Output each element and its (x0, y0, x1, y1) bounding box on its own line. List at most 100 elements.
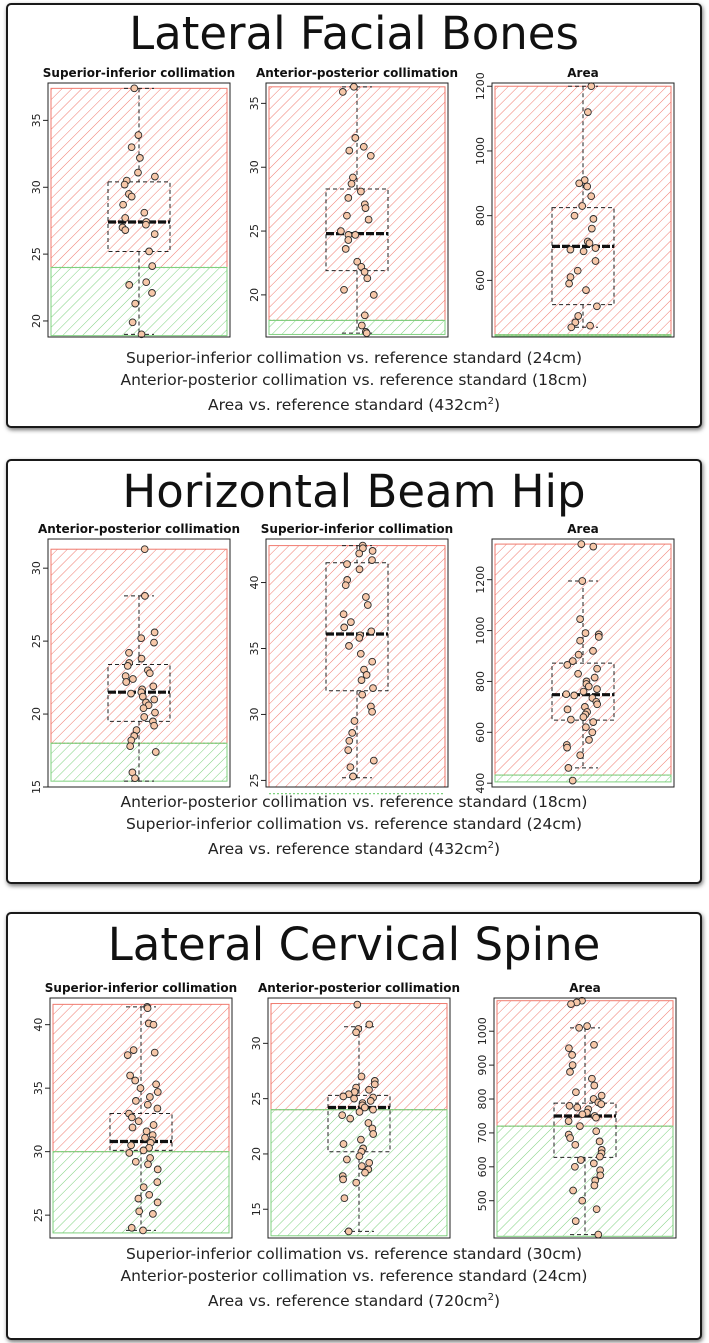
panel-lateral-facial-bones: Lateral Facial Bones Superior-inferior c… (6, 3, 702, 428)
data-point (581, 629, 590, 637)
data-point (563, 661, 572, 669)
data-point (591, 244, 600, 252)
data-point (566, 1134, 574, 1142)
caption-line: Area vs. reference standard (432cm2) (8, 835, 700, 860)
data-point (131, 299, 140, 308)
under-reference-band (494, 774, 672, 783)
caption-text: Anterior-posterior collimation vs. refer… (120, 371, 588, 389)
data-point (583, 182, 592, 191)
data-point (153, 1104, 162, 1113)
data-point (127, 689, 135, 698)
data-point (370, 1080, 379, 1089)
caption-superscript: 2 (487, 396, 494, 407)
data-point (127, 1223, 136, 1232)
data-point (145, 1190, 154, 1199)
data-point (358, 1162, 366, 1170)
plot-title: Area (567, 522, 598, 536)
panel-lateral-cervical-spine: Lateral Cervical Spine Superior-inferior… (6, 912, 702, 1340)
data-point (594, 633, 603, 641)
plot-title: Anterior-posterior collimation (258, 981, 460, 995)
y-tick-label: 1200 (474, 72, 487, 100)
data-point (576, 751, 585, 760)
y-tick-label: 20 (248, 288, 261, 302)
data-point (128, 318, 137, 327)
iqr-box (325, 188, 389, 272)
data-point (574, 312, 583, 320)
y-tick-label: 30 (32, 1145, 45, 1159)
panel-title: Lateral Facial Bones (129, 7, 579, 60)
data-point (347, 618, 355, 626)
data-point (369, 684, 377, 692)
data-point (568, 657, 577, 665)
data-point (593, 302, 601, 311)
data-point (584, 682, 593, 691)
data-point (360, 311, 369, 320)
caption-text: Anterior-posterior collimation vs. refer… (120, 793, 588, 811)
data-point (130, 84, 139, 93)
data-point (567, 1000, 575, 1008)
data-point (148, 262, 157, 270)
data-point (567, 715, 575, 724)
data-point (125, 1149, 134, 1157)
caption-text: Area vs. reference standard (432cm (207, 396, 488, 415)
data-point (151, 172, 159, 181)
data-point (576, 636, 584, 645)
y-tick-label: 15 (250, 1202, 263, 1216)
data-point (339, 1092, 348, 1101)
iqr-box (325, 562, 389, 692)
data-point (361, 1168, 369, 1177)
data-point (578, 1110, 587, 1119)
data-point (369, 291, 378, 299)
data-point (368, 707, 376, 716)
data-point (570, 211, 579, 220)
data-point (152, 1080, 160, 1089)
data-point (358, 690, 367, 699)
data-point (126, 742, 135, 751)
plot-frame (49, 997, 233, 1239)
data-point (583, 1022, 591, 1030)
data-point (137, 654, 146, 663)
data-point (139, 1183, 148, 1192)
plot-frame (267, 997, 451, 1239)
y-tick-label: 600 (474, 270, 487, 291)
data-point (131, 774, 139, 783)
data-point (357, 1135, 365, 1144)
data-point (345, 146, 354, 155)
data-point (597, 1091, 606, 1100)
caption-line: Superior-inferior collimation vs. refere… (8, 813, 700, 835)
data-point (128, 1123, 137, 1132)
data-point (355, 565, 364, 574)
data-point (347, 179, 356, 188)
data-point (149, 1020, 158, 1029)
data-point (344, 746, 353, 754)
panel-captions: Superior-inferior collimation vs. refere… (8, 347, 700, 416)
data-point (129, 1046, 138, 1054)
data-point (589, 1159, 598, 1168)
y-tick-label: 30 (30, 561, 43, 575)
data-point (590, 1181, 599, 1190)
data-point (570, 691, 579, 700)
data-point (362, 329, 371, 338)
data-point (568, 776, 577, 785)
data-point (572, 1088, 580, 1097)
data-point (582, 286, 590, 294)
data-point (579, 687, 588, 696)
data-point (363, 601, 372, 609)
data-point (131, 1076, 140, 1085)
iqr-box (553, 1102, 617, 1158)
data-point (362, 671, 371, 679)
over-reference-band (494, 85, 672, 336)
y-tick-label: 30 (250, 1036, 263, 1050)
y-tick-label: 20 (250, 1147, 263, 1161)
data-point (153, 1165, 162, 1174)
caption-line: Anterior-posterior collimation vs. refer… (8, 1265, 700, 1287)
data-point (562, 690, 571, 699)
data-point (340, 285, 348, 294)
y-tick-label: 800 (474, 671, 487, 692)
data-point (143, 1004, 152, 1013)
data-point (589, 647, 597, 655)
iqr-box (107, 181, 171, 252)
data-point (582, 723, 590, 732)
